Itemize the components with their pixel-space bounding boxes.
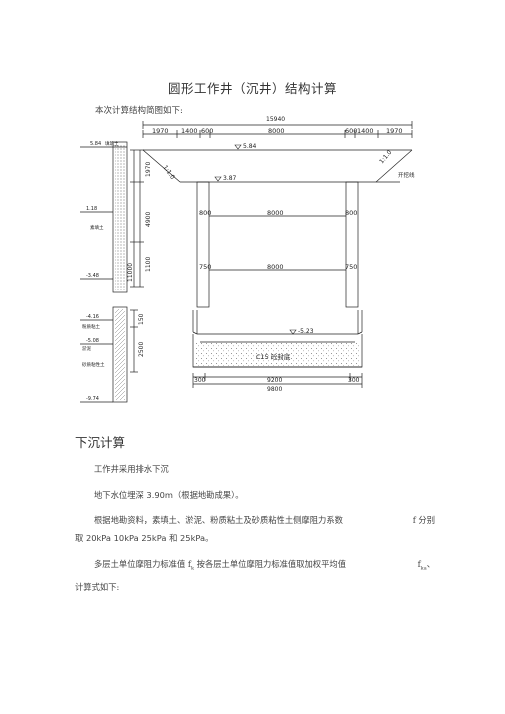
concrete-fill — [194, 343, 361, 366]
wall-lower-left: 750 — [199, 263, 211, 271]
wall-lower-right: 750 — [345, 263, 357, 271]
vert-dim-0: 1970 — [145, 162, 152, 177]
vert-dim-3: 150 — [138, 313, 145, 325]
level-ground: 5.84 — [243, 143, 257, 150]
bottom-dim-0: 300 — [194, 377, 206, 384]
level-bottom-icon — [289, 329, 297, 335]
bottom-dim-1: 9200 — [267, 377, 282, 384]
slope-left-label: 1:1.0 — [161, 164, 176, 181]
left-level-d: -5.08 — [86, 338, 99, 344]
excavation-label: 开挖线 — [398, 171, 415, 179]
dim-top-4: 600 — [345, 127, 357, 135]
dim-top-5: 1400 — [357, 127, 374, 135]
dim-top-0: 1970 — [152, 127, 169, 135]
slope-right — [375, 149, 413, 183]
wall-right-upper — [345, 181, 359, 308]
soil-column-lower — [112, 306, 128, 403]
soil-label-b: 粉质粘土 — [82, 323, 100, 330]
level-ground-left: 5.84 — [90, 141, 101, 147]
dim-top-6: 1970 — [386, 127, 403, 135]
level-inner-icon — [214, 176, 222, 182]
vert-dim-2: 1100 — [145, 257, 152, 272]
concrete-label: C15 砼封底 — [256, 352, 291, 361]
wall-upper-left: 800 — [199, 209, 211, 217]
inner-width-upper: 8000 — [267, 209, 284, 217]
soil-label-c: 淤泥 — [82, 345, 91, 352]
intro-text: 本次计算结构简图如下: — [95, 106, 183, 116]
vert-total: 11000 — [127, 263, 134, 282]
paragraph-1: 工作井采用排水下沉 — [94, 464, 169, 474]
soil-label-d: 砂质粘性土 — [82, 361, 105, 368]
structure-diagram: 15940 1970 1400 600 8000 600 1400 1970 5… — [80, 116, 415, 403]
left-level-a: 1.18 — [86, 206, 97, 212]
bottom-dim-2: 300 — [348, 377, 360, 384]
inner-width-lower: 8000 — [267, 263, 284, 271]
left-level-b: -3.48 — [86, 273, 99, 279]
wall-left-upper — [196, 181, 210, 308]
bottom-total: 9800 — [267, 386, 282, 393]
level-bottom: -5.23 — [298, 328, 314, 335]
left-level-e: -9.74 — [86, 396, 99, 402]
left-level-c: -4.16 — [86, 314, 99, 320]
vert-dim-4: 2500 — [138, 342, 145, 357]
slope-right-label: 1:1.0 — [378, 149, 393, 165]
dim-top-3: 8000 — [268, 127, 285, 135]
dim-total: 15940 — [266, 116, 285, 123]
wall-upper-right: 800 — [345, 209, 357, 217]
document-title: 圆形工作井（沉井）结构计算 — [167, 81, 337, 96]
slope-left — [142, 149, 181, 183]
soil-label-mid: 素填土 — [90, 224, 104, 231]
paragraph-2: 地下水位埋深 3.90m（根据地勘成果）。 — [94, 490, 244, 500]
section-heading: 下沉计算 — [75, 435, 126, 450]
soil-label-top: 填筑土 — [105, 140, 119, 147]
dim-top-2: 600 — [201, 127, 213, 135]
level-ground-icon — [234, 144, 242, 150]
dim-top-1: 1400 — [181, 127, 198, 135]
vert-dim-1: 4900 — [145, 212, 152, 227]
soil-hatch — [115, 144, 125, 400]
soil-column-upper — [112, 141, 128, 293]
level-inner: 3.87 — [223, 175, 237, 182]
